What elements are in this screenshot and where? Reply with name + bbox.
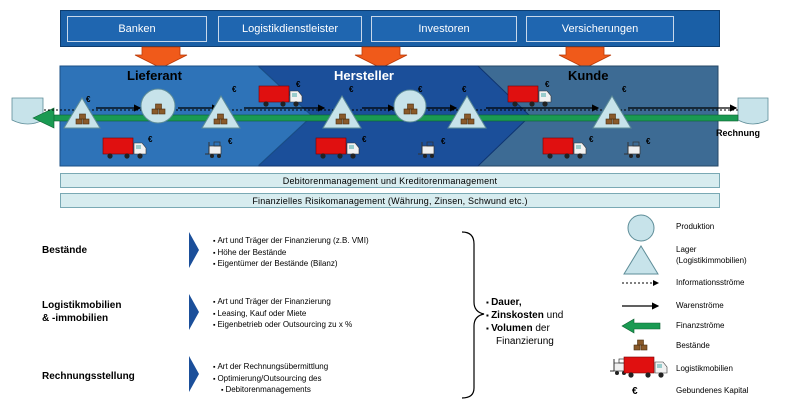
- svg-text:€: €: [296, 80, 301, 89]
- stage-lieferant: Lieferant: [127, 68, 182, 83]
- warehouse-triangle-4: [447, 95, 487, 129]
- bullet-item: Leasing, Kauf oder Miete: [213, 309, 352, 321]
- svg-text:€: €: [441, 137, 446, 146]
- legend-gebundenes-kapital: Gebundenes Kapital: [676, 386, 749, 395]
- bullet-item: Eigentümer der Bestände (Bilanz): [213, 259, 369, 271]
- legend-lager-sub: (Logistikimmobilien): [676, 256, 747, 265]
- legend-warenstroeme: Warenströme: [676, 301, 724, 310]
- legend-produktion: Produktion: [676, 222, 715, 231]
- legend-finanzstroeme: Finanzströme: [676, 321, 725, 330]
- orange-arrow-hersteller: [354, 46, 408, 69]
- bullet-item: Art und Träger der Finanzierung: [213, 297, 352, 309]
- row-label-bestaende: Bestände: [42, 245, 88, 256]
- warehouse-triangle-3: [322, 95, 362, 129]
- stage-hersteller: Hersteller: [334, 68, 394, 83]
- row-label-logistik-line-2: & -immobilien: [42, 313, 109, 324]
- warehouse-triangle-5: [592, 95, 632, 129]
- bullet-item: Höhe der Bestände: [213, 248, 369, 260]
- band-debitorenmanagement: Debitorenmanagement und Kreditorenmanage…: [60, 173, 720, 188]
- legend-forklift-icon: [609, 358, 627, 376]
- svg-text:€: €: [148, 135, 153, 144]
- bullet-item: Art und Träger der Finanzierung (z.B. VM…: [213, 236, 368, 248]
- legend-truck-icon: [623, 356, 668, 379]
- summary-volumen: Volumen: [491, 323, 533, 334]
- svg-text:€: €: [462, 85, 467, 94]
- row-chevron-logistik: [189, 294, 199, 330]
- row-chevron-rechnung: [189, 356, 199, 392]
- svg-text:€: €: [418, 85, 423, 94]
- row-label-logistikmobilien: Logistikmobilien & -immobilien: [42, 299, 121, 325]
- legend-informationsstroeme: Informationsströme: [676, 278, 745, 287]
- summary-brace: [461, 231, 485, 399]
- legend-stock-icon: [633, 339, 648, 351]
- warehouse-triangle-1: [63, 97, 101, 129]
- legend-logistikmobilien: Logistikmobilien: [676, 364, 733, 373]
- bullets-bestaende: Art und Träger der Finanzierung (z.B. VM…: [213, 236, 369, 271]
- row-label-logistik-line-1: Logistikmobilien: [42, 300, 122, 311]
- warehouse-triangle-2: [201, 95, 241, 129]
- svg-text:€: €: [362, 135, 367, 144]
- stakeholder-investoren: Investoren: [371, 16, 517, 42]
- stakeholder-versicherungen: Versicherungen: [526, 16, 674, 42]
- stakeholder-logistikdienstleister: Logistikdienstleister: [218, 16, 362, 42]
- summary-dauer: Dauer,: [491, 297, 522, 308]
- orange-arrow-lieferant: [134, 46, 188, 69]
- euro-markers: € € € € € € € € € € € € € €: [86, 80, 651, 146]
- finance-flow-head: [32, 107, 55, 129]
- band-risikomanagement: Finanzielles Risikomanagement (Währung, …: [60, 193, 720, 208]
- legend-production-icon: [627, 214, 655, 242]
- bullet-item: Optimierung/Outsourcing des: [213, 374, 328, 386]
- row-label-rechnungsstellung: Rechnungsstellung: [42, 371, 135, 382]
- stage-kunde: Kunde: [568, 68, 609, 83]
- legend-warehouse-icon: [623, 245, 659, 275]
- legend-bestaende: Bestände: [676, 341, 710, 350]
- document-right: [737, 97, 769, 125]
- orange-arrow-kunde: [558, 46, 612, 69]
- svg-text:€: €: [232, 85, 237, 94]
- svg-text:€: €: [545, 80, 550, 89]
- stakeholder-band: Banken Logistikdienstleister Investoren …: [60, 10, 720, 47]
- stakeholder-banken: Banken: [67, 16, 207, 42]
- svg-text:€: €: [589, 135, 594, 144]
- bullet-item: Eigenbetrieb oder Outsourcing zu x %: [213, 320, 352, 332]
- bullets-logistik: Art und Träger der Finanzierung Leasing,…: [213, 297, 352, 332]
- legend-lager: Lager: [676, 245, 697, 254]
- summary-und: und: [546, 310, 564, 321]
- svg-text:€: €: [228, 137, 233, 146]
- legend-finance-flow-icon: [621, 318, 661, 334]
- bullets-rechnung: Art der Rechnungsübermittlung Optimierun…: [213, 362, 328, 397]
- bullet-item: Art der Rechnungsübermittlung: [213, 362, 328, 374]
- svg-text:€: €: [646, 137, 651, 146]
- rechnung-label: Rechnung: [716, 128, 760, 138]
- summary-zinskosten: Zinskosten: [491, 310, 544, 321]
- summary-der: der: [535, 323, 550, 334]
- legend-euro-icon: €: [632, 386, 638, 397]
- summary-finanzierung: Finanzierung: [496, 336, 554, 347]
- svg-text:€: €: [622, 85, 627, 94]
- row-chevron-bestaende: [189, 232, 199, 268]
- svg-text:€: €: [349, 85, 354, 94]
- bullet-item-continuation: Debitorenmanagements: [213, 385, 328, 397]
- svg-text:€: €: [86, 95, 91, 104]
- summary-text: Dauer, Zinskosten und Volumen der Finanz…: [486, 296, 563, 348]
